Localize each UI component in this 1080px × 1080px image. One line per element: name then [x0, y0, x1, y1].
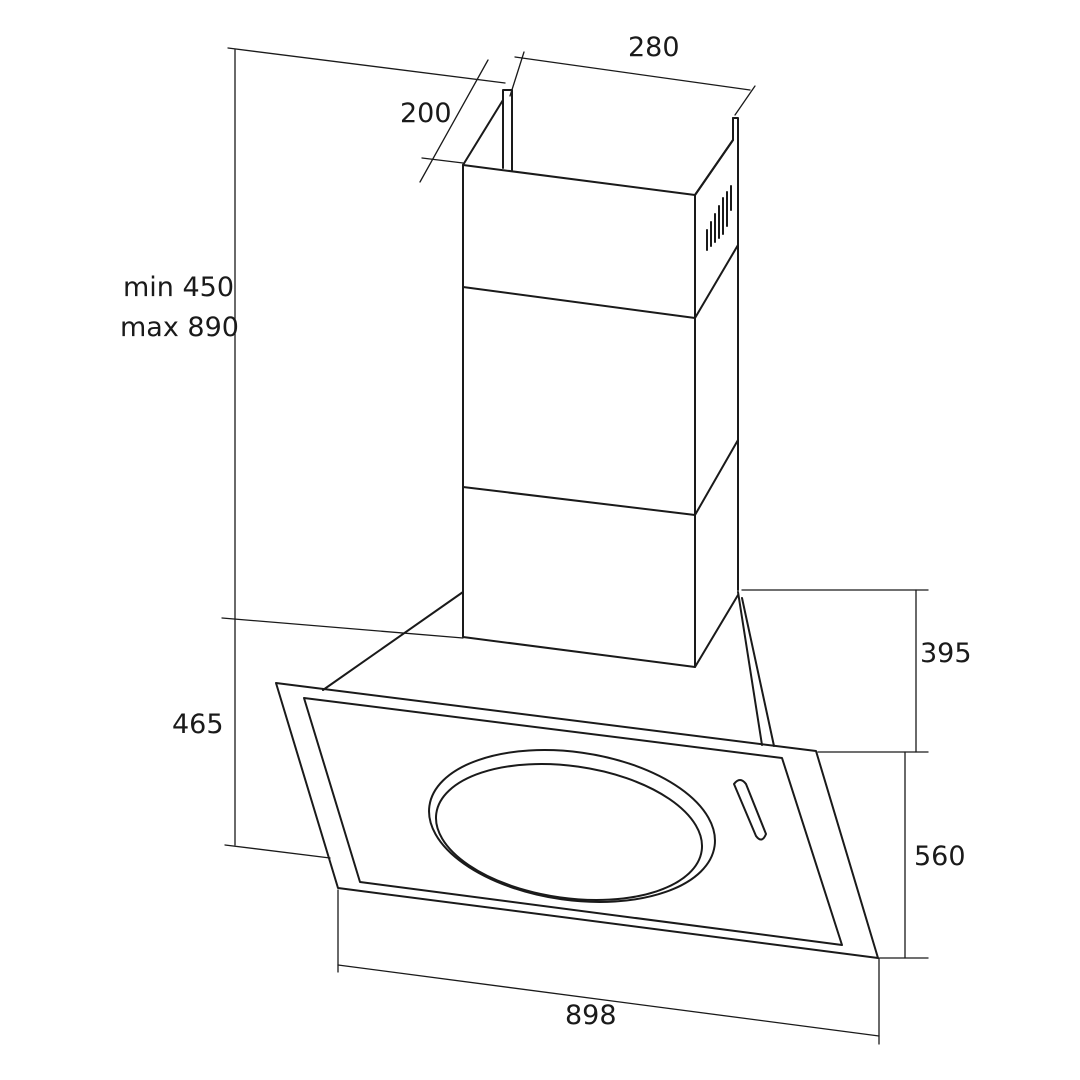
chimney-top-left [462, 99, 504, 166]
chimney-bottom-edge [694, 594, 739, 668]
label-height-max: max 890 [120, 312, 239, 343]
label-overall-width: 898 [565, 1000, 617, 1031]
dimension-lines [221, 47, 929, 1045]
chimney-front-face [462, 164, 696, 668]
dimension-labels: 280 200 min 450 max 890 465 395 560 898 [120, 32, 972, 1031]
chimney-segment-line-2 [462, 439, 739, 516]
chimney-side-strip [732, 117, 739, 591]
label-chimney-width: 280 [628, 32, 680, 63]
label-glass-offset: 395 [920, 638, 972, 669]
hood-glass [275, 591, 879, 959]
hood-bracket-right [737, 591, 763, 746]
label-chimney-depth: 200 [400, 98, 452, 129]
chimney-right-face [694, 117, 734, 196]
glass-outer-edge [275, 682, 879, 959]
label-height-min: min 450 [123, 272, 234, 303]
label-hood-height: 465 [172, 709, 224, 740]
chimney-back-plate [502, 89, 513, 171]
hood-bracket-left [322, 591, 464, 691]
chimney-segment-line-1 [462, 244, 739, 319]
hood-bracket-right-2 [741, 597, 775, 747]
filter-ring-inner [434, 763, 704, 901]
control-slot-icon [733, 779, 767, 841]
chimney [462, 89, 739, 668]
filter-ring-outer [428, 749, 716, 903]
vent-grille-icon [706, 185, 732, 251]
label-glass-height: 560 [914, 841, 966, 872]
glass-inner-frame [303, 697, 843, 946]
